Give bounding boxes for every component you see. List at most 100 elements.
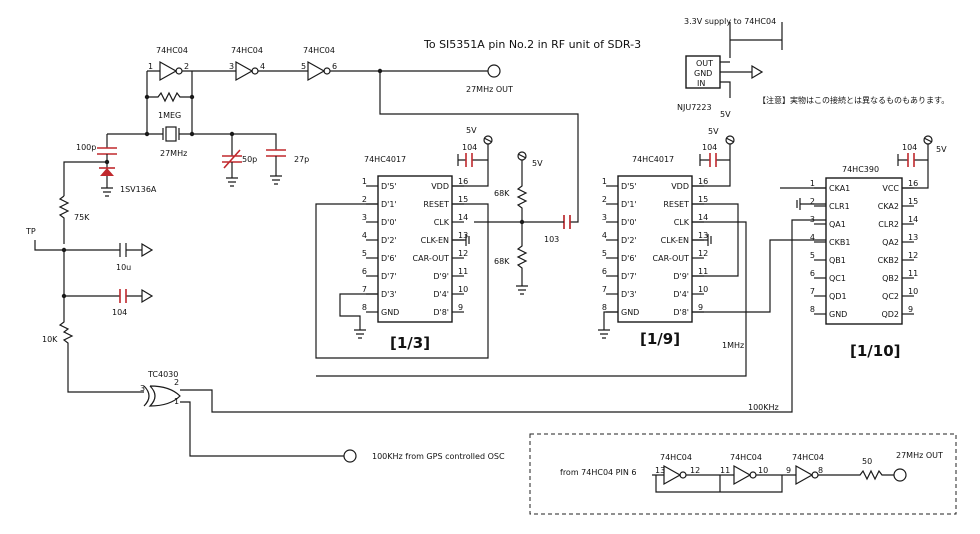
ic2-pin-number: 12 [698, 249, 708, 258]
r-10k-label: 10K [42, 335, 58, 344]
binv2-pin-out: 10 [758, 466, 768, 475]
ic1-pin-label: D'9' [433, 272, 449, 281]
ic1-ratio: [1/3] [390, 334, 430, 352]
jp-note: 【注意】実物はこの接続とは異なるものもあります。 [758, 95, 949, 105]
ic1-pin-number: 10 [458, 285, 468, 294]
inv3-pin-in: 5 [301, 62, 306, 71]
ic3-pin-number: 9 [908, 305, 913, 314]
ic2-ratio: [1/9] [640, 330, 680, 348]
ic3-pin-number: 15 [908, 197, 918, 206]
ic3-name: 74HC390 [842, 165, 879, 174]
ic2-pin-label: GND [621, 308, 639, 317]
binv3-pin-in: 9 [786, 466, 791, 475]
freq-1m-label: 1MHz [722, 341, 744, 350]
ic1-pin-number: 14 [458, 213, 468, 222]
ic1-pin-number: 3 [362, 213, 367, 222]
c-103-label: 103 [544, 235, 559, 244]
ic1-pin-label: D'3' [381, 290, 397, 299]
ic3-pin-label: QC2 [882, 292, 899, 301]
ref-100k-label: 100KHz from GPS controlled OSC [372, 452, 505, 461]
inv3-pin-out: 6 [332, 62, 337, 71]
ic1-pin-number: 15 [458, 195, 468, 204]
ic2-pin-label: CAR-OUT [653, 254, 690, 263]
vcc-ic2: 5V [708, 127, 719, 136]
inv2-name: 74HC04 [231, 46, 263, 55]
ic2-pin-label: D'1' [621, 200, 637, 209]
ic1-pin-label: D'1' [381, 200, 397, 209]
ic1-pin-number: 13 [458, 231, 468, 240]
resistor-75k [58, 195, 70, 244]
inv3-name: 74HC04 [303, 46, 335, 55]
from-pin6-label: from 74HC04 PIN 6 [560, 468, 636, 477]
resistor-1meg [147, 91, 192, 103]
ic3-pin-label: QC1 [829, 274, 846, 283]
ic3-pin-number: 12 [908, 251, 918, 260]
ic1-pin-number: 1 [362, 177, 367, 186]
ic3-pin-label: CLR1 [829, 202, 850, 211]
resistor-68k-bottom [516, 222, 528, 295]
ic2-pin-label: D'0' [621, 218, 637, 227]
ic3-pin-number: 7 [810, 287, 815, 296]
ic1-pin-number: 7 [362, 285, 367, 294]
ic1-pin-label: GND [381, 308, 399, 317]
inv2-pin-out: 4 [260, 62, 265, 71]
c-104a-label: 104 [112, 308, 127, 317]
alt-buffer-box [529, 433, 957, 515]
ic2-74hc4017: 74HC4017 [1/9] 1D'5'2D'1'3D'0'4D'2'5D'6'… [602, 155, 708, 348]
ic2-pin-label: D'6' [621, 254, 637, 263]
binv1-name: 74HC04 [660, 453, 692, 462]
buffer-inverter-b: 74HC04 11 10 [720, 453, 768, 486]
top-title: To SI5351A pin No.2 in RF unit of SDR-3 [423, 38, 641, 51]
ic1-pin-label: VDD [431, 182, 449, 191]
ic2-pin-number: 6 [602, 267, 607, 276]
c-104e-label: 104 [902, 143, 917, 152]
ic2-name: 74HC4017 [632, 155, 674, 164]
ic3-pin-label: QA1 [829, 220, 846, 229]
vcc-bias: 5V [532, 159, 543, 168]
vcc-ic2b: 5V [720, 110, 731, 119]
ic3-pin-label: GND [829, 310, 847, 319]
inv1-name: 74HC04 [156, 46, 188, 55]
inv2-pin-in: 3 [229, 62, 234, 71]
reg-pin-in: IN [697, 79, 705, 88]
ic3-pin-number: 14 [908, 215, 918, 224]
ic2-pin-label: RESET [663, 200, 689, 209]
ic2-pin-number: 13 [698, 231, 708, 240]
out-27mhz-2-label: 27MHz OUT [896, 451, 943, 460]
cap-27p [266, 149, 286, 185]
ic3-pin-number: 10 [908, 287, 918, 296]
ic1-pin-label: D'6' [381, 254, 397, 263]
cap-103 [563, 215, 571, 229]
ic2-pin-number: 4 [602, 231, 607, 240]
trimmer-cap-50p [222, 149, 242, 187]
binv1-pin-out: 12 [690, 466, 700, 475]
ic2-pin-number: 3 [602, 213, 607, 222]
buffer-inverter-c: 74HC04 9 8 [786, 453, 824, 486]
ic2-pin-label: CLK-EN [661, 236, 689, 245]
cap-104e [907, 153, 915, 167]
buffer-inverter-a: 74HC04 13 12 [655, 453, 700, 486]
ic3-pin-number: 2 [810, 197, 815, 206]
inverter-1: 74HC04 1 2 [148, 46, 189, 82]
c-100p-label: 100p [76, 143, 96, 152]
out-27mhz-label: 27MHz OUT [466, 85, 513, 94]
ic3-pin-number: 3 [810, 215, 815, 224]
r-1meg-label: 1MEG [158, 111, 181, 120]
ic3-pin-number: 1 [810, 179, 815, 188]
ref-input-terminal [343, 449, 357, 463]
cap-104c [465, 153, 473, 167]
ic1-pin-label: D'4' [433, 290, 449, 299]
xor-pin-2: 2 [174, 378, 179, 387]
cap-10u [64, 242, 154, 258]
resistor-10k [58, 296, 144, 393]
ic3-pin-label: CKB2 [878, 256, 899, 265]
ic3-pin-number: 5 [810, 251, 815, 260]
ic1-pin-number: 12 [458, 249, 468, 258]
regulator-nju7223: OUT GND IN NJU7223 [677, 22, 783, 112]
tp-label: TP [25, 227, 36, 236]
ic1-pin-number: 5 [362, 249, 367, 258]
ic2-pin-label: D'3' [621, 290, 637, 299]
ic3-pin-number: 13 [908, 233, 918, 242]
ic3-pin-label: QB1 [829, 256, 846, 265]
ic1-pin-label: D'2' [381, 236, 397, 245]
